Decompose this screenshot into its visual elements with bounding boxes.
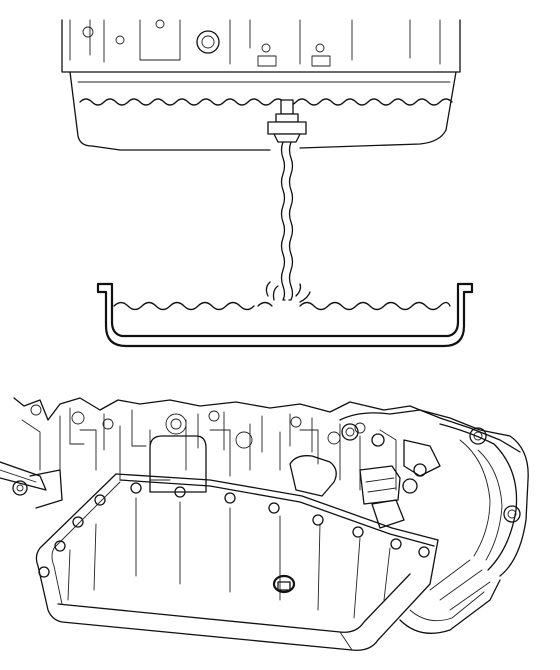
- drain-container: [96, 281, 474, 348]
- oil-pan-top-view: [61, 19, 474, 348]
- oil-pan-bottom: [35, 473, 439, 651]
- drain-plug-top: [267, 99, 307, 143]
- drain-plug-bottom: [272, 574, 296, 594]
- oil-stream: [280, 141, 294, 301]
- transmission-assembly: [0, 397, 529, 651]
